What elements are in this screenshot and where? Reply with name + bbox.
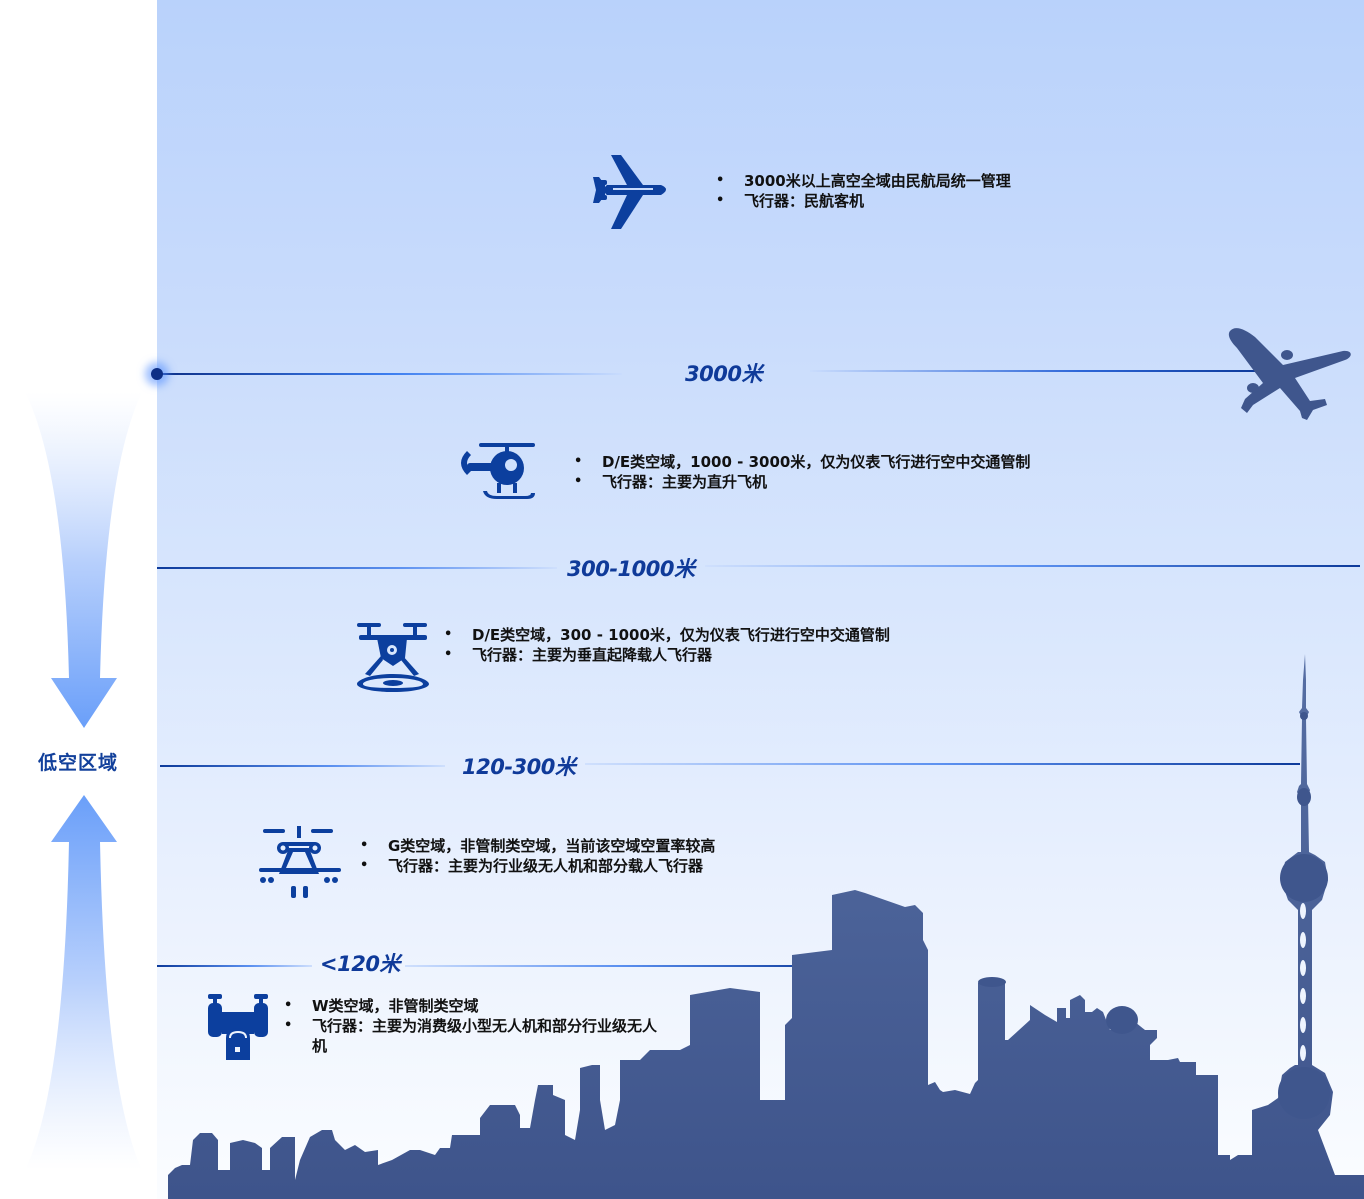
airliner-icon [593,155,666,229]
industrial-drone-icon [259,826,341,898]
evtol-icon [357,623,429,692]
consumer-drone-icon [208,994,268,1060]
zone-bullet: 3000米以上高空全域由民航局统一管理 [716,171,1011,191]
airplane-silhouette-icon [1228,328,1351,420]
altitude-label-300: 120-300米 [462,755,576,779]
altitude-line-3000 [157,373,622,375]
low-altitude-zone-label: 低空区域 [38,752,119,774]
zone-bullet: 飞行器：主要为行业级无人机和部分载人飞行器 [360,856,715,876]
altitude-line-120 [157,965,312,967]
zone-bullet: 飞行器：民航客机 [716,191,1011,211]
altitude-line-1000 [157,567,557,569]
altitude-range-arrows-icon [25,392,142,1170]
altitude-line-1000-right [705,565,1360,567]
helicopter-icon [461,443,535,499]
zone-info-high-altitude: 3000米以上高空全域由民航局统一管理 飞行器：民航客机 [716,171,1011,211]
zone-bullet: 飞行器：主要为消费级小型无人机和部分行业级无人机 [284,1016,664,1056]
altitude-line-300 [160,765,445,767]
zone-info-120-300: G类空域，非管制类空域，当前该空域空置率较高 飞行器：主要为行业级无人机和部分载… [360,836,715,876]
altitude-line-120-right [405,965,835,967]
zone-bullet: W类空域，非管制类空域 [284,996,664,1016]
altitude-origin-dot [151,368,163,380]
zone-info-1000-3000: D/E类空域，1000 - 3000米，仅为仪表飞行进行空中交通管制 飞行器：主… [574,452,1030,492]
altitude-label-120: <120米 [320,952,400,976]
altitude-line-300-right [585,763,1300,765]
zone-bullet: 飞行器：主要为垂直起降载人飞行器 [444,645,890,665]
zone-bullet: D/E类空域，1000 - 3000米，仅为仪表飞行进行空中交通管制 [574,452,1030,472]
zone-info-below-120: W类空域，非管制类空域 飞行器：主要为消费级小型无人机和部分行业级无人机 [284,996,664,1056]
altitude-line-3000-right [810,370,1260,372]
zone-bullet: G类空域，非管制类空域，当前该空域空置率较高 [360,836,715,856]
zone-bullet: D/E类空域，300 - 1000米，仅为仪表飞行进行空中交通管制 [444,625,890,645]
altitude-label-3000: 3000米 [685,362,762,386]
zone-bullet: 飞行器：主要为直升飞机 [574,472,1030,492]
altitude-label-1000: 300-1000米 [567,557,695,581]
zone-info-300-1000: D/E类空域，300 - 1000米，仅为仪表飞行进行空中交通管制 飞行器：主要… [444,625,890,665]
